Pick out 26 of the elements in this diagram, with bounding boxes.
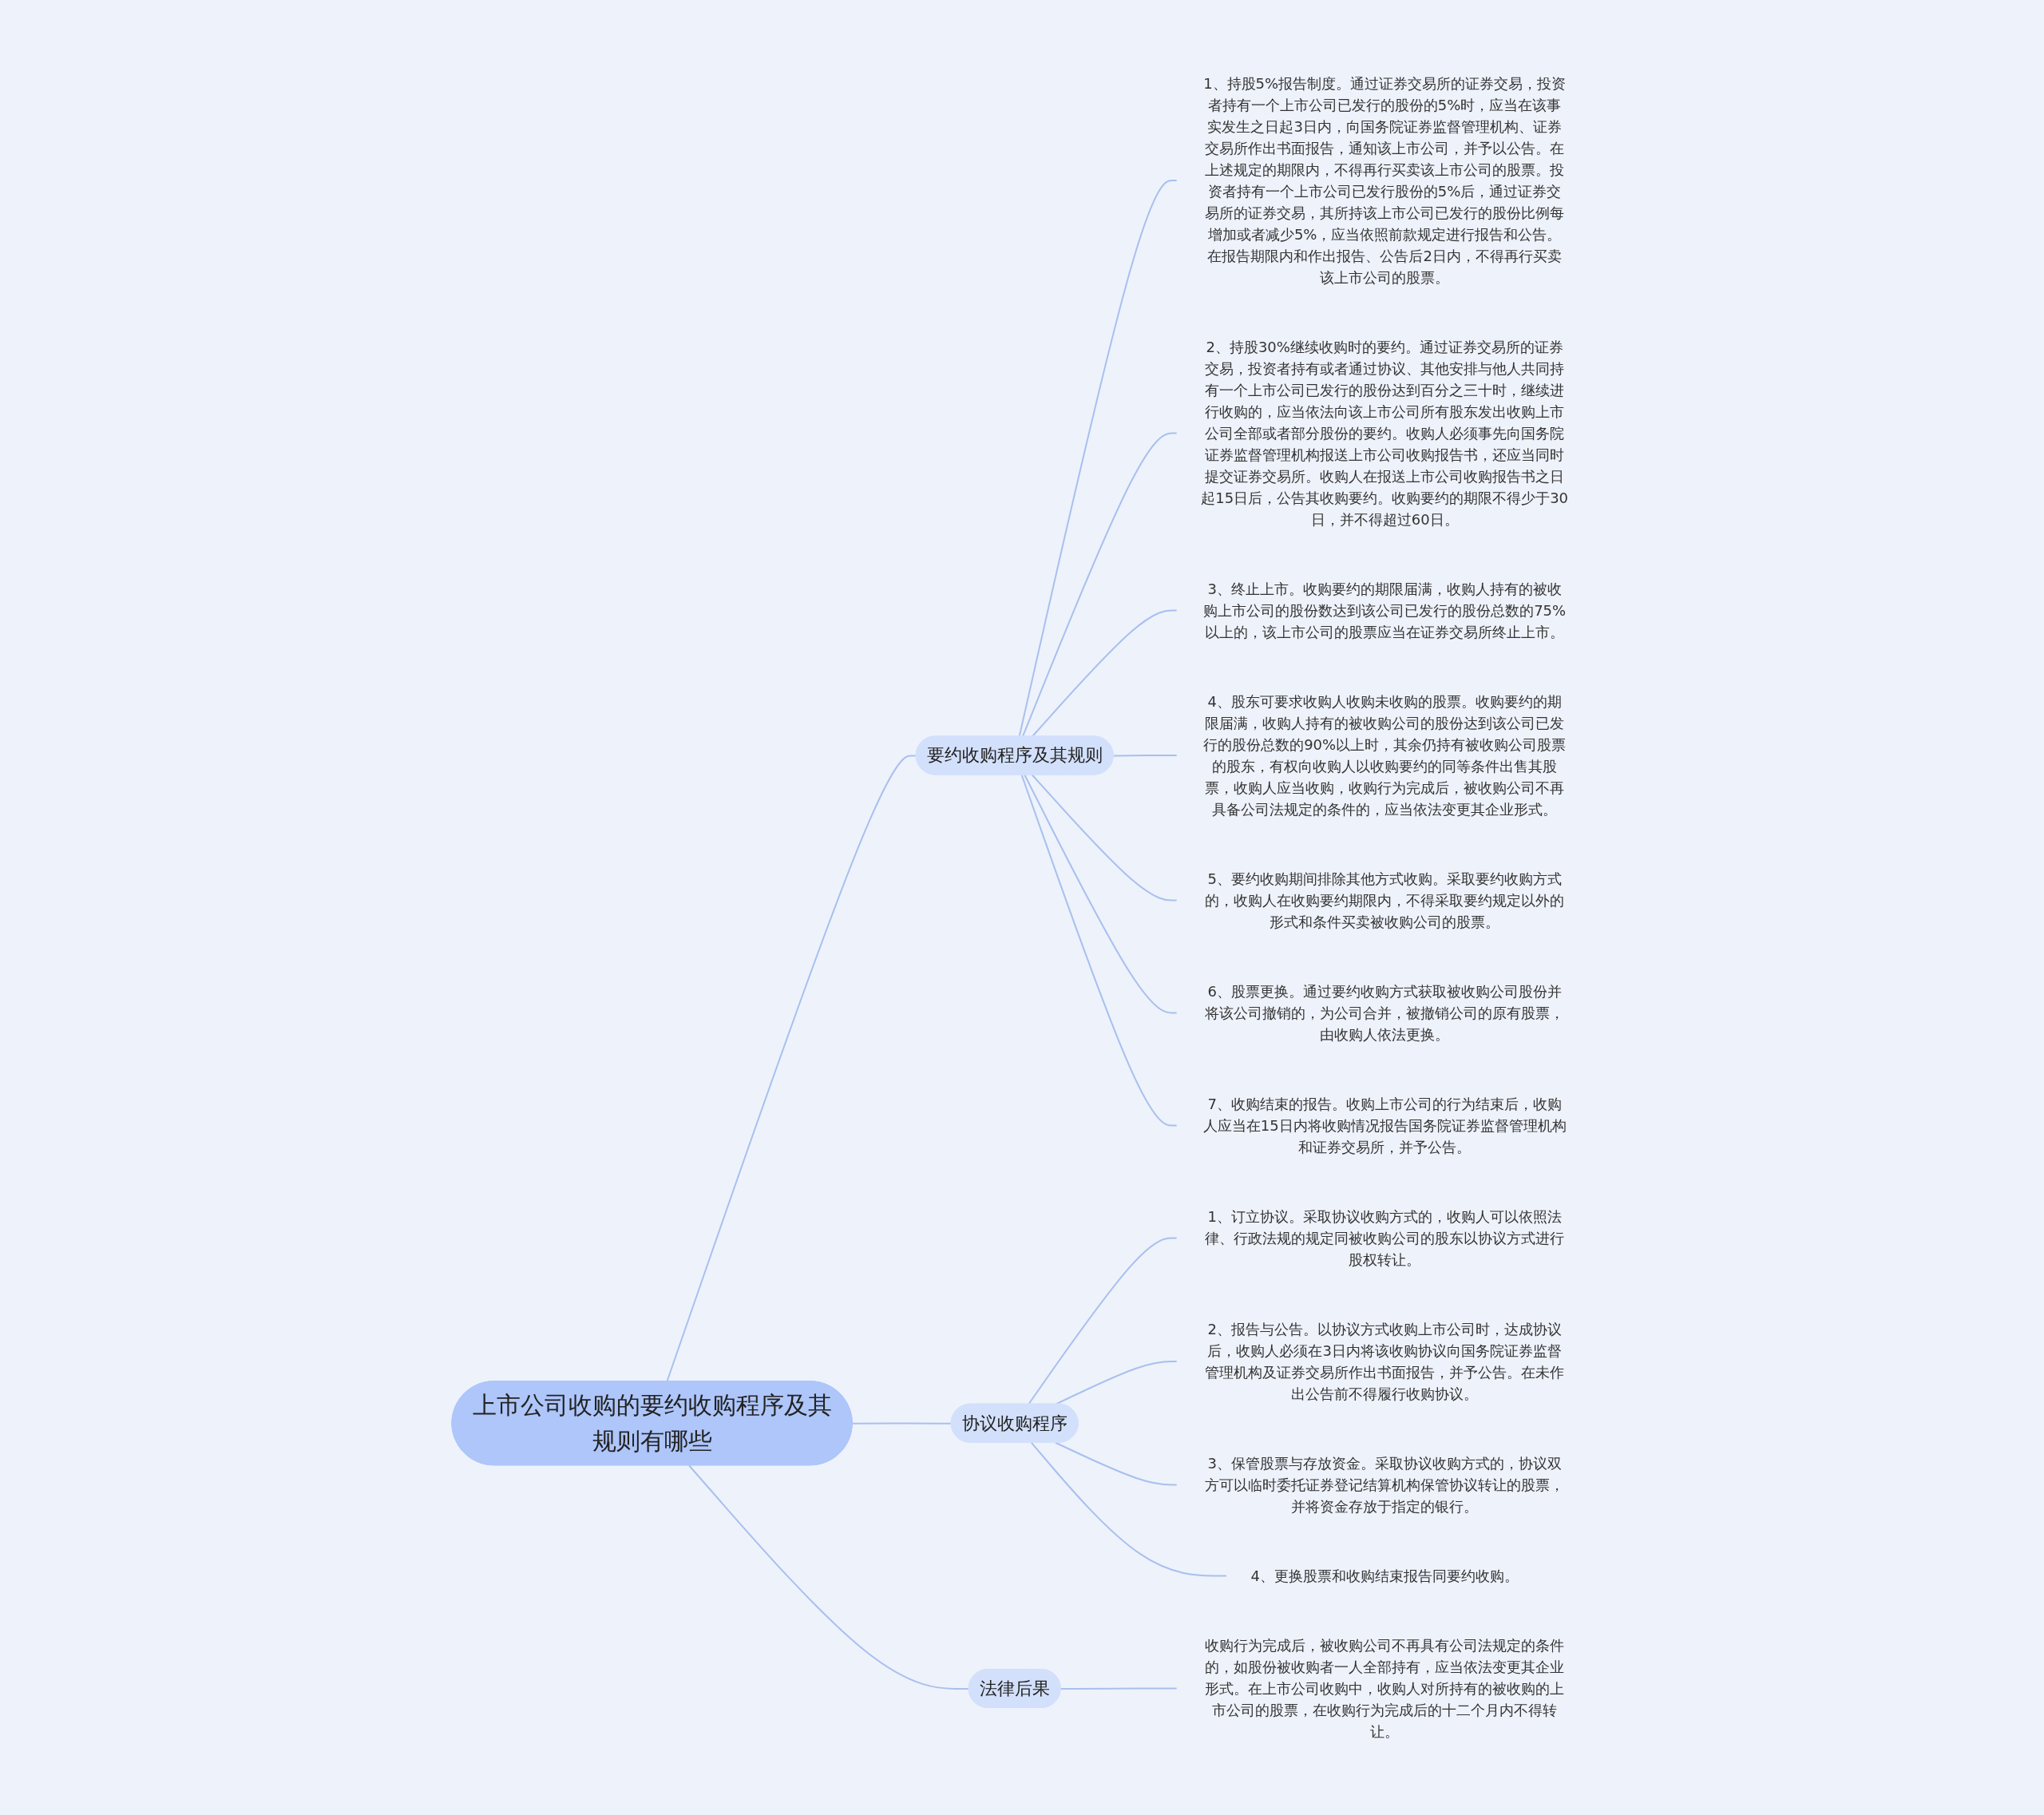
connector — [1060, 1687, 1178, 1690]
node-text: 1、订立协议。采取协议收购方式的，收购人可以依照法律、行政法规的规定同被收购公司的股东以协议方式进行股权转让。 — [1205, 1207, 1565, 1268]
connector — [1018, 180, 1178, 738]
node-text: 3、保管股票与存放资金。采取协议收购方式的，协议双方可以临时委托证券登记结算机构保管协议转让的股票，并将资金存放于指定的银行。 — [1205, 1454, 1565, 1515]
node-text: 2、持股30%继续收购时的要约。通过证券交易所的证券交易，投资者持有或者通过协议、其他安排与他人共同持有一个上市公司已发行的股份达到百分之三十时，继续进行收购的，应当依法向该上市公司所有股东发出收购上市公司全部或者部分股份的要约。收购人必须事先向国务院证券监督管理机构报送上市公司收购报告书，还应当同时提交证券交易所。收购人在报送上市公司收购报告书之日起15日后，公告其收购要约。收购要约的期限不得少于30日，并不得超过60日。 — [1201, 339, 1568, 529]
node-text: 3、终止上市。收购要约的期限届满，收购人持有的被收购上市公司的股份数达到该公司已发行的股份总数的75%以上的，该上市公司的股票应当在证券交易所终止上市。 — [1203, 581, 1567, 640]
node-text: 7、收购结束的报告。收购上市公司的行为结束后，收购人应当在15日内将收购情况报告国务院证券监督管理机构和证券交易所，并予公告。 — [1202, 1096, 1567, 1155]
connector — [1031, 774, 1178, 902]
node-text: 5、要约收购期间排除其他方式收购。采取要约收购方式的，收购人在收购要约期限内，不得采取要约规定以外的形式和条件买卖被收购公司的股票。 — [1205, 870, 1565, 930]
connector — [1054, 1441, 1178, 1486]
connector — [1112, 755, 1178, 757]
node-text: 6、股票更换。通过要约收购方式获取被收购公司股份并将该公司撤销的，为公司合并，被撤销公司的原有股票，由收购人依法更换。 — [1205, 983, 1565, 1043]
connector — [1054, 1361, 1178, 1405]
connector — [1028, 1237, 1178, 1405]
node-text: 1、持股5%报告制度。通过证券交易所的证券交易，投资者持有一个上市公司已发行的股份的5%时，应当在该事实发生之日起3日内，向国务院证券监督管理机构、证券交易所作出书面报告，通知该上市公司，并予以公告。在上述规定的期限内，不得再行买卖该上市公司的股票。投资者持有一个上市公司已发行股份的5%后，通过证券交易所的证券交易，其所持该上市公司已发行的股份比例每增加或者减少5%，应当依照前款规定进行报告和公告。在报告期限内和作出报告、公告后2日内，不得再行买卖该上市公司的股票。 — [1203, 75, 1567, 287]
node-text: 收购行为完成后，被收购公司不再具有公司法规定的条件的，如股份被收购者一人全部持有，应当依法变更其企业形式。在上市公司收购中，收购人对所持有的被收购的上市公司的股票，在收购行为完成后的十二个月内不得转让。 — [1205, 1636, 1565, 1740]
connector — [1021, 432, 1178, 738]
node-text: 4、更换股票和收购结束报告同要约收购。 — [1250, 1567, 1519, 1584]
connector — [851, 1422, 953, 1425]
connector — [1024, 774, 1178, 1014]
connector — [1031, 609, 1178, 738]
connector — [1030, 1441, 1228, 1577]
connector — [687, 1464, 970, 1690]
connector — [1020, 774, 1178, 1127]
node-text: 2、报告与公告。以协议方式收购上市公司时，达成协议后，收购人必须在3日内将该收购协议向国务院证券监督管理机构及证券交易所作出书面报告，并予公告。在未作出公告前不得履行收购协议。 — [1205, 1320, 1565, 1402]
node-text: 4、股东可要求收购人收购未收购的股票。收购要约的期限届满，收购人持有的被收购公司的股份达到该公司已发行的股份总数的90%以上时，其余仍持有被收购公司股票的股东，有权向收购人以收购要约的同等条件出售其股票，收购人应当收购，收购行为完成后，被收购公司不再具备公司法规定的条件的，应当依法变更其企业形式。 — [1203, 693, 1567, 818]
